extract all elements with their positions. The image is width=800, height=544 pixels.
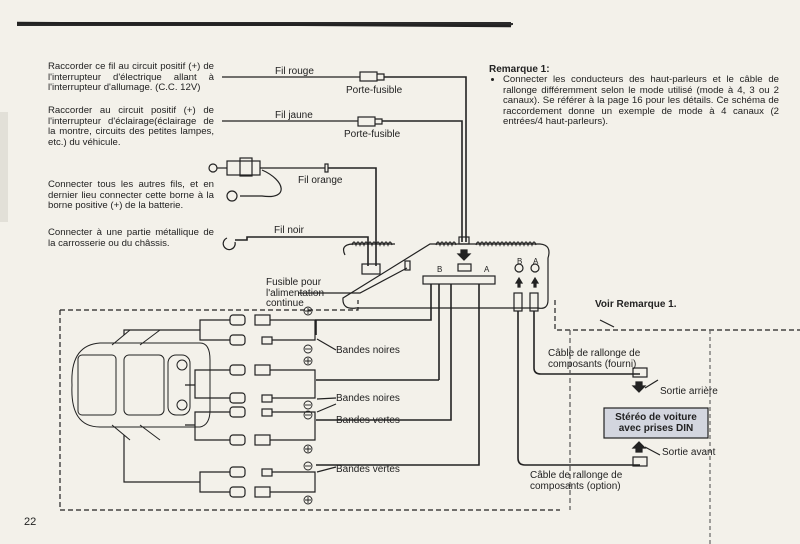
label-out-b: B: [437, 265, 443, 274]
see-remark-leader: [599, 319, 615, 328]
continuous-fuse: [404, 260, 411, 271]
ring-terminal: [226, 190, 238, 202]
heatsink-fins-right: [475, 241, 537, 247]
header-rule: [16, 21, 512, 28]
note-ignition: Raccorder ce fil au circuit positif (+) …: [48, 61, 214, 93]
label-red-wire: Fil rouge: [275, 66, 314, 77]
battery-fuse: [226, 160, 261, 176]
cable-supplied: [533, 311, 640, 375]
orange-wire-run: [328, 167, 377, 266]
polarity-signs: [303, 306, 313, 505]
front-out-label: Sortie avant: [662, 447, 716, 458]
stereo-box: [603, 407, 709, 439]
rca-input-b: [514, 263, 524, 273]
label-fuse-holder-1: Porte-fusible: [346, 85, 403, 96]
label-continuous-fuse: Fusible pour l'alimentation continue: [266, 277, 325, 309]
dashed-speaker-region: [59, 300, 800, 511]
yellow-wire-run: [382, 120, 463, 242]
label-out-a: A: [484, 265, 490, 274]
speaker-label-3: Bandes vertes: [336, 415, 400, 426]
rca-input-a: [530, 263, 540, 273]
remark-text: Connecter les conducteurs des haut-parle…: [503, 74, 779, 128]
red-wire-run: [384, 76, 467, 242]
margin-tab: [0, 112, 8, 222]
fuse-holder-1: [359, 71, 378, 82]
speaker-group-4: [123, 435, 316, 498]
speaker-group-3: [185, 406, 316, 446]
speaker-group-1: [123, 314, 316, 346]
fuse-leader: [298, 267, 408, 294]
battery-terminal-open: [208, 163, 218, 173]
label-fuse-holder-2: Porte-fusible: [344, 129, 401, 140]
cable-option: [517, 311, 640, 466]
speaker-terminal-block: [422, 275, 496, 285]
label-in-b: B: [517, 257, 523, 266]
label-yellow-wire: Fil jaune: [275, 110, 313, 121]
stereo-box-label: Stéréo de voiture avec prises DIN: [615, 412, 697, 434]
front-out-leader: [644, 446, 661, 456]
note-battery: Connecter tous les autres fils, et en de…: [48, 179, 214, 211]
car-top-view-icon: [71, 329, 211, 441]
heatsink-fins-left: [351, 241, 393, 247]
label-orange-wire: Fil orange: [298, 175, 343, 186]
fuse-holder-2: [357, 116, 376, 127]
cable-supplied-label: Câble de rallonge de composants (fourni): [548, 348, 641, 370]
black-wire: [235, 236, 369, 266]
label-black-wire: Fil noir: [274, 225, 305, 236]
arrow-up-icon: [514, 276, 524, 288]
page-number: 22: [24, 516, 37, 528]
arrow-up-icon: [631, 441, 647, 453]
arrow-up-icon: [530, 276, 540, 288]
remote-connector: [458, 236, 470, 245]
note-illumination: Raccorder au circuit positif (+) de l'in…: [48, 105, 214, 148]
ground-terminal: [222, 237, 236, 251]
speaker-label-4: Bandes vertes: [336, 464, 400, 475]
note-ground: Connecter à une partie métallique de la …: [48, 227, 214, 249]
arrow-down-icon: [631, 381, 647, 393]
see-remark-label: Voir Remarque 1.: [595, 299, 677, 310]
rear-out-leader: [644, 379, 659, 389]
cable-option-label: Câble de rallonge de composants (option): [530, 470, 623, 492]
battery-loop: [240, 169, 282, 198]
input-socket: [457, 263, 472, 272]
inline-fuse: [324, 163, 329, 173]
arrow-down-icon: [456, 249, 472, 261]
power-terminal: [361, 263, 381, 275]
remark-block: Remarque 1: Connecter les conducteurs de…: [489, 64, 779, 128]
label-in-a: A: [533, 257, 539, 266]
remark-title: Remarque 1:: [489, 64, 550, 75]
rear-out-label: Sortie arrière: [660, 386, 718, 397]
speaker-group-2: [185, 364, 316, 404]
speaker-label-1: Bandes noires: [336, 345, 400, 356]
speaker-label-2: Bandes noires: [336, 393, 400, 404]
